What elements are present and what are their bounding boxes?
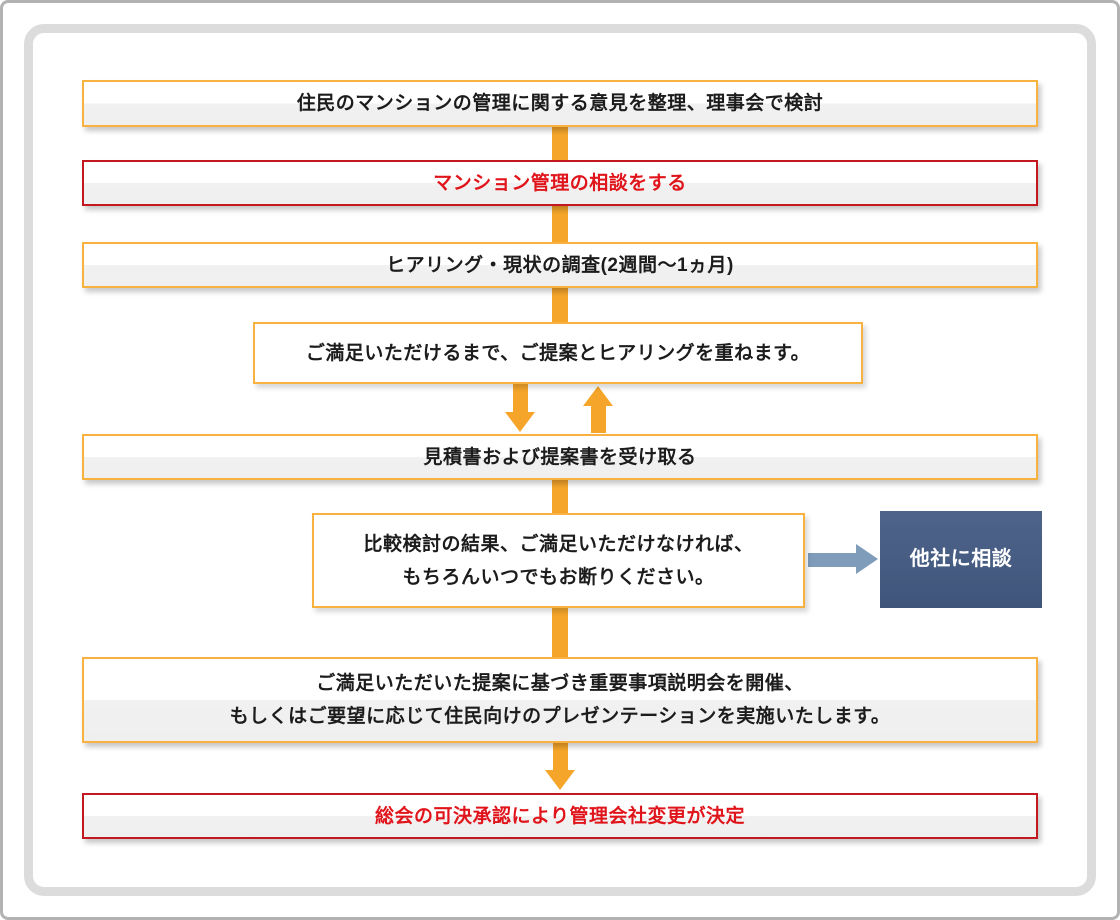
flow-box-other-company-label: 他社に相談 (909, 548, 1013, 570)
flow-step-opinion-label: 住民のマンションの管理に関する意見を整理、理事会で検討 (296, 93, 824, 114)
up-arrow-icon (583, 386, 613, 433)
flow-step-hearing: ヒアリング・現状の調査(2週間〜1ヵ月) (82, 242, 1038, 288)
down-arrow-shaft (512, 384, 528, 412)
up-arrow-head (583, 386, 613, 406)
flow-connector (552, 285, 568, 325)
flow-connector (552, 605, 568, 660)
flow-step-final-decision: 総会の可決承認により管理会社変更が決定 (82, 793, 1038, 839)
down-arrow-icon (505, 384, 535, 432)
flow-step-consult: マンション管理の相談をする (82, 160, 1038, 206)
flow-step-consult-label: マンション管理の相談をする (433, 172, 687, 194)
flow-step-final-decision-label: 総会の可決承認により管理会社変更が決定 (374, 805, 746, 827)
flow-note-comparison-line2: もちろんいつでもお断りください。 (402, 566, 715, 588)
flow-step-receive-documents: 見積書および提案書を受け取る (82, 434, 1038, 480)
down-arrow-head (505, 412, 535, 432)
flow-note-proposal-loop: ご満足いただけるまで、ご提案とヒアリングを重ねます。 (253, 322, 863, 384)
flow-connector (552, 477, 568, 516)
flow-connector (552, 203, 568, 245)
flow-note-comparison-line1: 比較検討の結果、ご満足いただけなければ、 (363, 533, 754, 555)
right-arrow-shaft (808, 553, 856, 567)
flow-step-opinion: 住民のマンションの管理に関する意見を整理、理事会で検討 (82, 80, 1038, 127)
flow-box-other-company: 他社に相談 (880, 511, 1042, 608)
right-arrow-head (856, 544, 878, 574)
flow-step-hearing-label: ヒアリング・現状の調査(2週間〜1ヵ月) (386, 254, 734, 276)
flow-step-presentation-line2: もしくはご要望に応じて住民向けのプレゼンテーションを実施いたします。 (229, 706, 891, 727)
down-arrow-icon (545, 743, 575, 790)
flow-note-proposal-loop-label: ご満足いただけるまで、ご提案とヒアリングを重ねます。 (305, 342, 811, 364)
flow-note-comparison: 比較検討の結果、ご満足いただけなければ、 もちろんいつでもお断りください。 (312, 513, 805, 608)
down-arrow-head (545, 770, 575, 790)
flow-step-receive-documents-label: 見積書および提案書を受け取る (423, 446, 697, 468)
up-arrow-shaft (590, 406, 606, 433)
right-arrow-icon (808, 544, 878, 574)
down-arrow-shaft (552, 743, 568, 770)
flow-step-presentation-line1: ご満足いただいた提案に基づき重要事項説明会を開催、 (316, 673, 804, 694)
flow-step-presentation: ご満足いただいた提案に基づき重要事項説明会を開催、 もしくはご要望に応じて住民向… (82, 657, 1038, 743)
flow-connector (552, 124, 568, 164)
